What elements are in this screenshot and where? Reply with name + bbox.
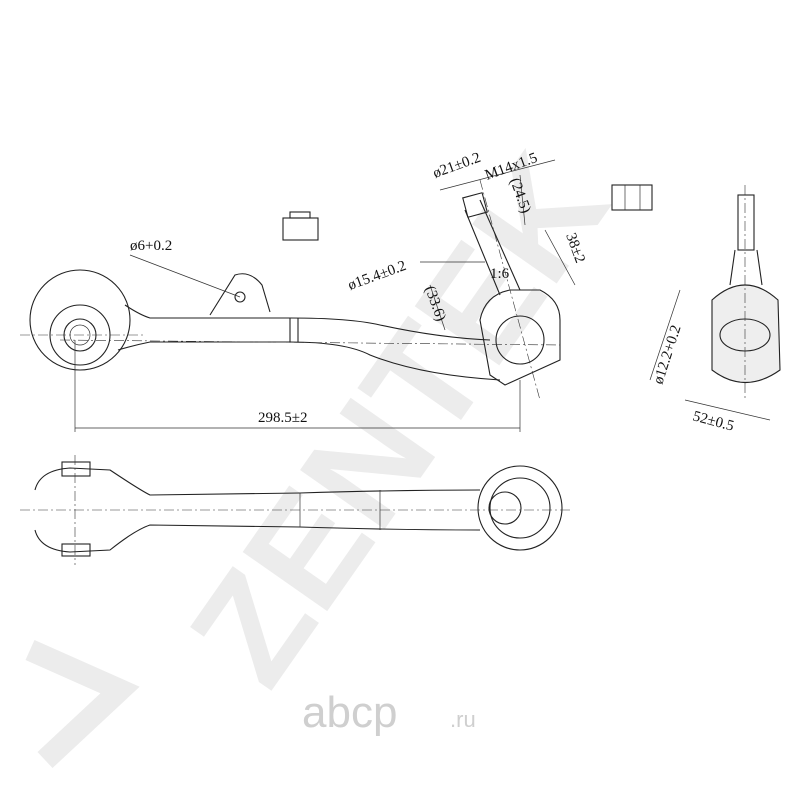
watermark-chevron xyxy=(25,639,140,769)
control-arm-top-view xyxy=(20,179,561,401)
bushing-width-label: 52±0.5 xyxy=(691,408,736,434)
control-arm-side-view xyxy=(20,455,570,565)
taper-label: 1:6 xyxy=(490,266,510,282)
watermark-text: ZENTEK xyxy=(157,125,639,713)
hole-diameter-label: ø6+0.2 xyxy=(130,238,172,254)
bushing-bore-label: ø12.2+0.2 xyxy=(651,323,685,386)
dimension-lines xyxy=(74,159,771,432)
logo-suffix: .ru xyxy=(450,707,476,732)
bushing-section xyxy=(711,185,781,400)
nut-small xyxy=(282,211,319,241)
watermark: ZENTEK xyxy=(157,125,639,713)
logo-name: abcp xyxy=(302,688,397,737)
nut-large xyxy=(611,184,653,211)
abcp-logo: abcp .ru xyxy=(302,688,476,737)
length-label: 298.5±2 xyxy=(258,410,307,426)
